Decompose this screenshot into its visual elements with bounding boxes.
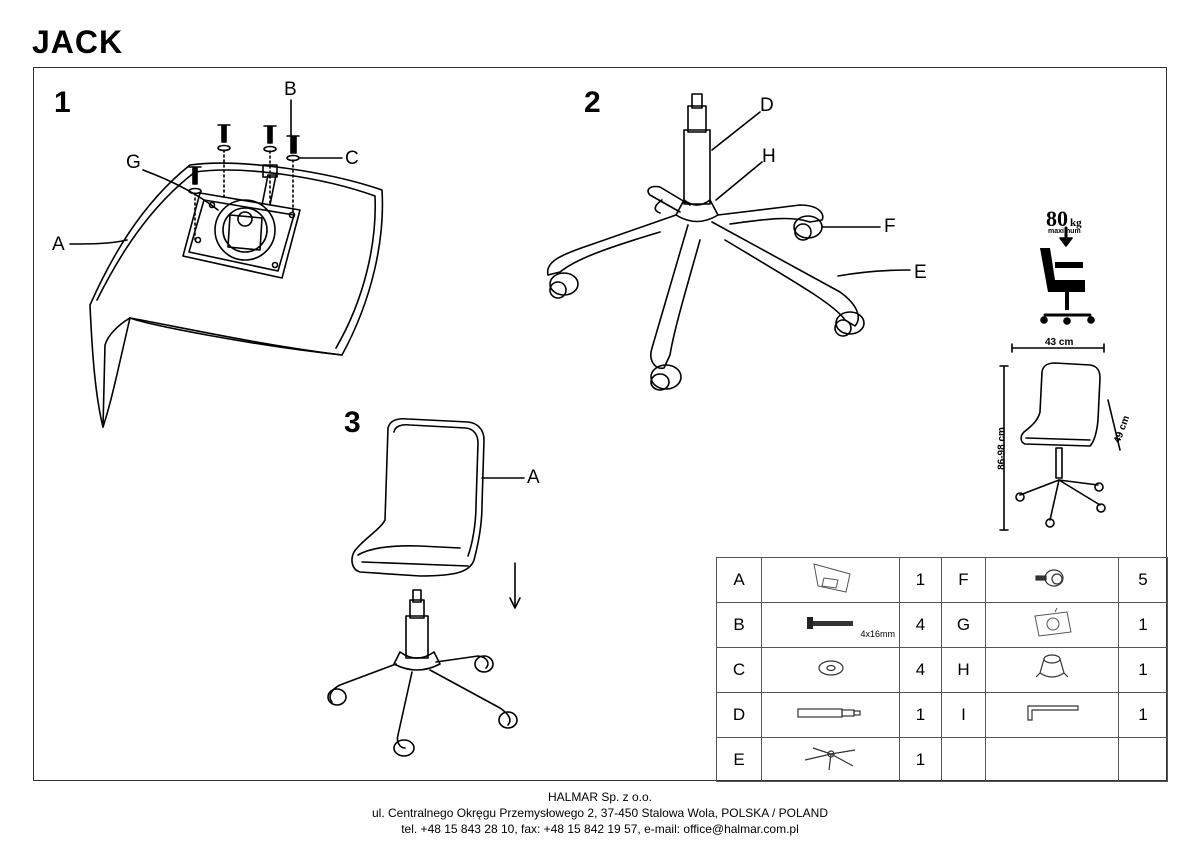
- footer: HALMAR Sp. z o.o. ul. Centralnego Okręgu…: [0, 789, 1200, 837]
- parts-list-table: A 1 F 5 B 4x16mm 4 G 1 C 4 H 1: [716, 557, 1168, 782]
- part-code-c: C: [716, 647, 762, 693]
- step3-seat-drawing: [351, 417, 485, 577]
- down-arrow-head: [509, 597, 521, 609]
- seat-icon: [812, 562, 851, 593]
- part-image-h: [985, 647, 1119, 693]
- part-image-c: [761, 647, 900, 693]
- label-h: H: [762, 146, 776, 167]
- dimension-chair-drawing: [999, 343, 1121, 531]
- label-f: F: [884, 216, 896, 237]
- label-d: D: [760, 95, 774, 116]
- parts-row: D 1 I 1: [716, 692, 1168, 738]
- part-code-g: G: [941, 602, 986, 648]
- parts-row: B 4x16mm 4 G 1: [716, 602, 1168, 648]
- part-image-g: [985, 602, 1119, 648]
- instruction-frame: [33, 67, 1167, 781]
- part-image-e: [761, 737, 900, 782]
- leader-g: [142, 169, 219, 211]
- page-title: JACK: [32, 24, 124, 60]
- part-qty-f: 5: [1118, 557, 1168, 603]
- part-code-f: F: [941, 557, 986, 603]
- empty-cell: [941, 737, 986, 782]
- mechanism-plate: [182, 164, 301, 279]
- leader-a1: [69, 239, 128, 245]
- empty-cell: [1118, 737, 1168, 782]
- part-image-f: [985, 557, 1119, 603]
- parts-row: E 1: [716, 737, 1168, 782]
- allen-key-icon: [1027, 704, 1079, 721]
- label-g: G: [126, 152, 141, 173]
- chair-load-icon: [1040, 226, 1095, 325]
- washer-icon: [817, 659, 844, 676]
- part-code-i: I: [941, 692, 986, 738]
- part-qty-g: 1: [1118, 602, 1168, 648]
- dimension-height: 86-98 cm: [996, 427, 1008, 470]
- cover-icon: [1035, 653, 1069, 678]
- screws: [188, 124, 300, 241]
- part-image-a: [761, 557, 900, 603]
- step-number-2: 2: [584, 86, 601, 119]
- part-qty-c: 4: [899, 647, 942, 693]
- gas-lift-icon: [796, 707, 861, 718]
- part-code-e: E: [716, 737, 762, 782]
- load-value: 80: [1046, 206, 1068, 231]
- dimension-width: 43 cm: [1045, 337, 1074, 348]
- part-qty-h: 1: [1118, 647, 1168, 693]
- empty-cell: [985, 737, 1119, 782]
- step2-base-drawing: [546, 93, 865, 391]
- leader-e: [837, 269, 911, 277]
- label-c: C: [345, 148, 359, 169]
- castor-icon: [1035, 568, 1064, 587]
- mechanism-icon: [1034, 607, 1072, 637]
- part-image-d: [761, 692, 900, 738]
- load-note: maximum: [1048, 228, 1081, 235]
- part-qty-a: 1: [899, 557, 942, 603]
- base-icon: [804, 747, 855, 771]
- part-qty-e: 1: [899, 737, 942, 782]
- part-qty-d: 1: [899, 692, 942, 738]
- label-b: B: [284, 79, 297, 100]
- step3-base-drawing: [327, 589, 518, 757]
- part-qty-b: 4: [899, 602, 942, 648]
- part-image-i: [985, 692, 1119, 738]
- screw-icon: [806, 616, 853, 629]
- part-code-h: H: [941, 647, 986, 693]
- footer-company: HALMAR Sp. z o.o.: [547, 790, 653, 804]
- label-e: E: [914, 262, 927, 283]
- part-code-a: A: [716, 557, 762, 603]
- part-image-b: 4x16mm: [761, 602, 900, 648]
- part-qty-i: 1: [1118, 692, 1168, 738]
- load-unit: kg: [1070, 217, 1082, 229]
- step1-seat-drawing: [89, 162, 384, 428]
- label-a-step1: A: [52, 234, 65, 255]
- leader-d: [711, 111, 761, 151]
- part-code-d: D: [716, 692, 762, 738]
- step-number-3: 3: [344, 406, 361, 439]
- part-code-b: B: [716, 602, 762, 648]
- label-a-step3: A: [527, 467, 540, 488]
- step-number-1: 1: [54, 86, 71, 119]
- screw-size: 4x16mm: [860, 629, 895, 639]
- footer-contact: tel. +48 15 843 28 10, fax: +48 15 842 1…: [401, 822, 799, 836]
- footer-address: ul. Centralnego Okręgu Przemysłowego 2, …: [371, 806, 828, 820]
- parts-row: C 4 H 1: [716, 647, 1168, 693]
- parts-row: A 1 F 5: [716, 557, 1168, 603]
- leader-h: [715, 161, 763, 201]
